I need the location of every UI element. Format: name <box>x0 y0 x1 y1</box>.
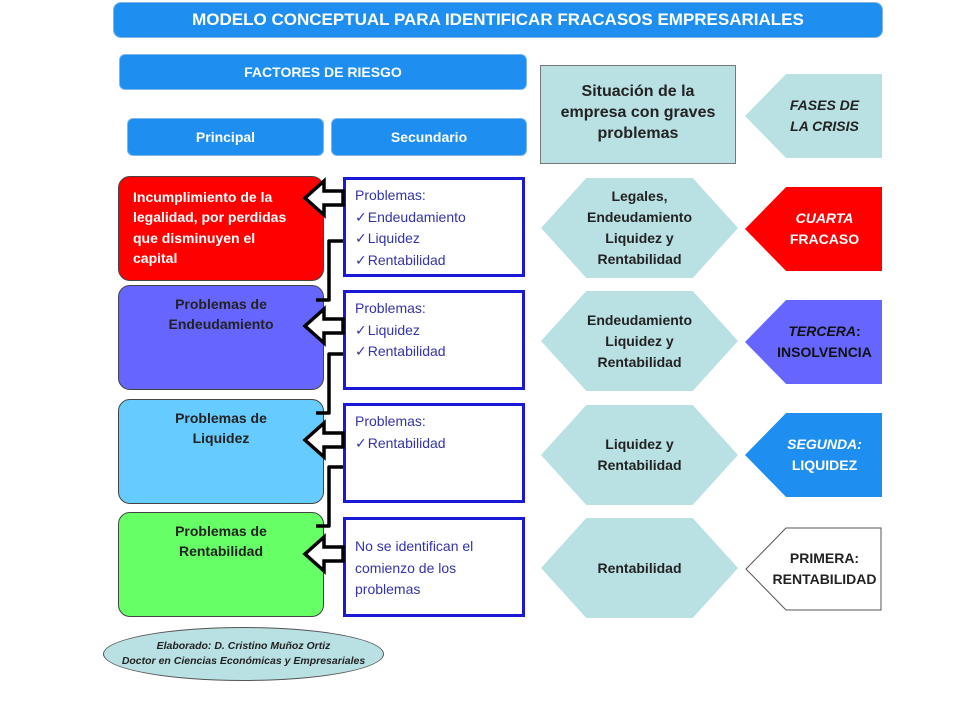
hex-line: Liquidez y <box>605 436 674 452</box>
hex-line: Endeudamiento <box>586 209 692 225</box>
situation-header: Situación de la empresa con graves probl… <box>540 65 736 164</box>
situation-header-line: Situación de la <box>581 83 695 100</box>
situation-hexagon-4: Rentabilidad <box>541 518 738 618</box>
phases-header: FASES DE LA CRISIS <box>745 74 882 158</box>
page-title: MODELO CONCEPTUAL PARA IDENTIFICAR FRACA… <box>113 2 883 38</box>
connector-step <box>316 465 343 528</box>
secondary-item: Rentabilidad <box>355 433 513 455</box>
credit-line: Doctor en Ciencias Económicas y Empresar… <box>121 655 366 667</box>
hex-line: Rentabilidad <box>597 353 682 370</box>
principal-line: capital <box>133 249 178 266</box>
phase-first: PRIMERA: RENTABILIDAD <box>745 527 882 611</box>
hex-line: Rentabilidad <box>597 457 682 473</box>
secondary-item: Liquidez <box>355 320 513 342</box>
situation-hexagon-2: Endeudamiento Liquidez y Rentabilidad <box>541 291 738 391</box>
secondary-box-1: Problemas: Endeudamiento Liquidez Rentab… <box>343 177 525 277</box>
hex-line: Liquidez y <box>605 230 674 246</box>
principal-line: Liquidez <box>192 430 250 447</box>
principal-line: Endeudamiento <box>168 316 274 333</box>
principal-line: Rentabilidad <box>178 543 263 560</box>
phase-sep: : <box>856 323 861 339</box>
principal-box-debt: Problemas de Endeudamiento <box>118 285 324 390</box>
risk-factors-header: FACTORES DE RIESGO <box>119 54 527 90</box>
hex-line: Legales, <box>611 188 668 204</box>
hex-line: Liquidez y <box>605 332 674 349</box>
phase-name: CUARTA <box>795 210 854 226</box>
phase-name: TERCERA <box>788 323 856 339</box>
situation-hexagon-3: Liquidez y Rentabilidad <box>541 405 738 505</box>
secondary-lead: No se identifican el <box>355 538 474 554</box>
principal-line: Problemas de <box>175 296 267 312</box>
connector-step <box>316 239 343 302</box>
phase-value: LIQUIDEZ <box>791 457 858 473</box>
secondary-lead: problemas <box>355 581 421 598</box>
phase-first-wrap: PRIMERA: RENTABILIDAD <box>745 527 882 611</box>
phase-value: INSOLVENCIA <box>777 344 872 360</box>
principal-box-legality: Incumplimiento de la legalidad, por perd… <box>118 176 324 281</box>
phase-value: RENTABILIDAD <box>772 571 877 587</box>
secondary-item: Rentabilidad <box>355 250 513 272</box>
secondary-box-2: Problemas: Liquidez Rentabilidad <box>343 290 525 390</box>
secondary-item: Endeudamiento <box>355 207 513 229</box>
principal-header: Principal <box>127 118 324 156</box>
situation-header-line: problemas <box>597 124 679 142</box>
principal-box-profitability: Problemas de Rentabilidad <box>118 512 324 617</box>
secondary-item: Liquidez <box>355 228 513 250</box>
principal-line: Incumplimiento de la <box>133 189 273 205</box>
secondary-box-4: No se identifican el comienzo de los pro… <box>343 517 525 617</box>
secondary-lead: comienzo de los <box>355 559 457 576</box>
arrow-left-icon <box>302 533 345 575</box>
secondary-item: Rentabilidad <box>355 341 513 363</box>
arrow-left-icon <box>302 419 345 461</box>
phase-name: PRIMERA: <box>789 550 860 566</box>
principal-line: Problemas de <box>175 410 267 426</box>
secondary-box-3: Problemas: Rentabilidad <box>343 403 525 503</box>
arrow-left-icon <box>302 305 345 347</box>
principal-line: legalidad, por perdidas <box>133 209 287 226</box>
hex-line: Endeudamiento <box>586 311 692 328</box>
principal-box-liquidity: Problemas de Liquidez <box>118 399 324 504</box>
secondary-header: Secundario <box>331 118 527 156</box>
author-credit: Elaborado: D. Cristino Muñoz Ortiz Docto… <box>103 627 384 681</box>
secondary-lead: Problemas: <box>355 413 426 429</box>
phase-name: SEGUNDA: <box>787 436 862 452</box>
phase-value: FRACASO <box>789 231 860 247</box>
principal-line: que disminuyen el <box>133 229 256 246</box>
principal-line: Problemas de <box>175 523 267 539</box>
hex-line: Rentabilidad <box>597 251 682 267</box>
secondary-lead: Problemas: <box>355 300 426 316</box>
secondary-lead: Problemas: <box>355 187 426 203</box>
phases-header-line: FASES DE <box>789 97 860 113</box>
hex-line: Rentabilidad <box>597 559 682 576</box>
arrow-left-icon <box>302 177 345 219</box>
connector-step <box>316 352 343 415</box>
credit-line: Elaborado: D. Cristino Muñoz Ortiz <box>156 639 331 652</box>
situation-header-line: empresa con graves <box>560 103 716 121</box>
phases-header-line: LA CRISIS <box>790 118 859 134</box>
phase-first-outline <box>745 527 882 611</box>
situation-hexagon-1: Legales, Endeudamiento Liquidez y Rentab… <box>541 178 738 278</box>
